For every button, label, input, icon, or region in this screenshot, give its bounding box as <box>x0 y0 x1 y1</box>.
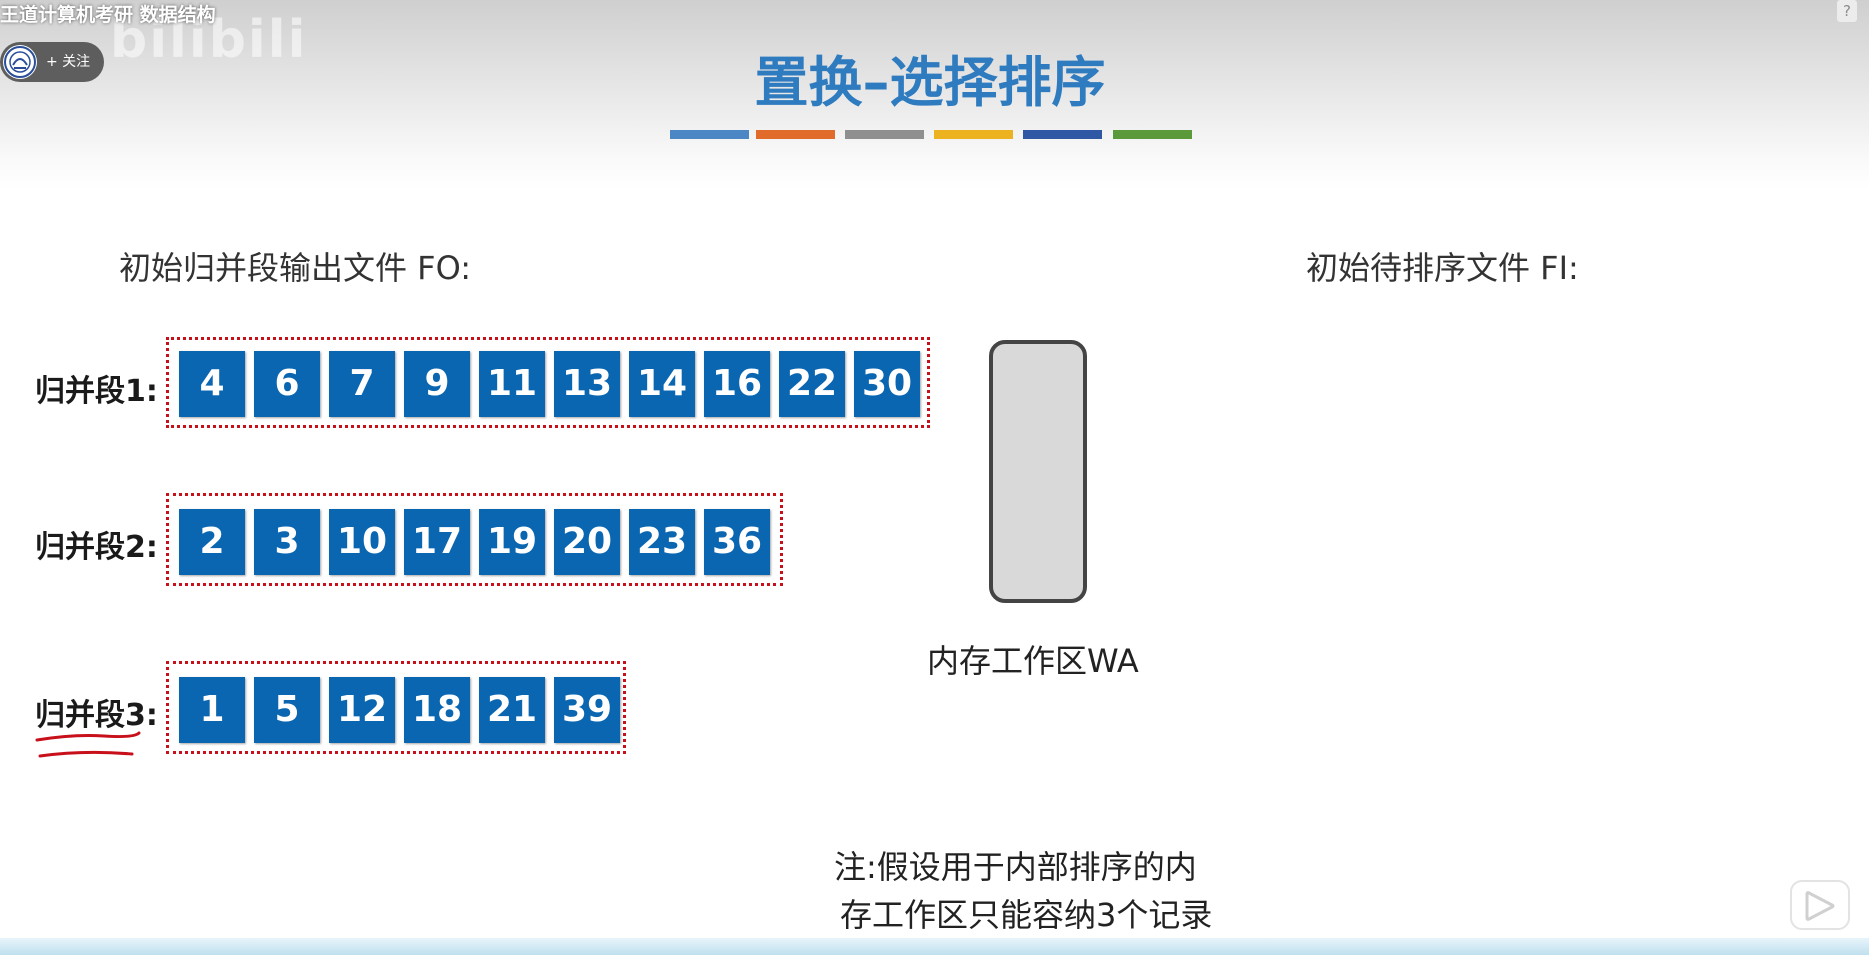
record-cell: 19 <box>479 509 545 575</box>
follow-button[interactable]: + 关注 <box>46 54 91 70</box>
record-cell: 2 <box>179 509 245 575</box>
run-box-1: 4 6 7 9 11 13 14 16 22 30 <box>166 337 930 428</box>
color-bar <box>756 130 835 139</box>
record-cell: 10 <box>329 509 395 575</box>
run-label-2: 归并段2: <box>35 530 158 565</box>
avatar-logo-icon <box>4 46 36 78</box>
color-bar <box>670 130 749 139</box>
record-cell: 22 <box>779 351 845 417</box>
color-bar <box>845 130 924 139</box>
record-cell: 17 <box>404 509 470 575</box>
color-bar <box>934 130 1013 139</box>
record-cell: 30 <box>854 351 920 417</box>
video-title: 王道计算机考研 数据结构 <box>0 4 216 26</box>
record-cell: 39 <box>554 677 620 743</box>
record-cell: 36 <box>704 509 770 575</box>
help-icon[interactable]: ? <box>1837 0 1857 22</box>
output-file-label: 初始归并段输出文件 FO: <box>119 249 471 287</box>
record-cell: 1 <box>179 677 245 743</box>
slide-title: 置换–选择排序 <box>754 51 1106 114</box>
play-button[interactable] <box>1790 880 1850 930</box>
record-cell: 6 <box>254 351 320 417</box>
work-area-label: 内存工作区WA <box>927 642 1139 680</box>
record-cell: 4 <box>179 351 245 417</box>
run-label-3: 归并段3: <box>35 698 158 733</box>
record-cell: 11 <box>479 351 545 417</box>
input-file-label: 初始待排序文件 FI: <box>1306 249 1579 287</box>
record-cell: 14 <box>629 351 695 417</box>
run-label-1: 归并段1: <box>35 374 158 409</box>
red-underline-annotation <box>35 731 141 758</box>
bilibili-watermark: bilibili <box>110 10 308 70</box>
record-cell: 9 <box>404 351 470 417</box>
color-bar <box>1023 130 1102 139</box>
record-cell: 21 <box>479 677 545 743</box>
record-cell: 12 <box>329 677 395 743</box>
record-cell: 3 <box>254 509 320 575</box>
play-icon <box>1805 891 1835 921</box>
record-cell: 13 <box>554 351 620 417</box>
record-cell: 23 <box>629 509 695 575</box>
uploader-follow-pill[interactable]: + 关注 <box>0 42 104 82</box>
record-cell: 18 <box>404 677 470 743</box>
record-cell: 20 <box>554 509 620 575</box>
bottom-decoration-strip <box>0 938 1869 955</box>
header-band <box>0 0 1869 190</box>
avatar[interactable] <box>3 45 37 79</box>
run-box-2: 2 3 10 17 19 20 23 36 <box>166 493 783 586</box>
note-line-2: 存工作区只能容纳3个记录 <box>840 896 1213 934</box>
record-cell: 5 <box>254 677 320 743</box>
record-cell: 16 <box>704 351 770 417</box>
record-cell: 7 <box>329 351 395 417</box>
note-line-1: 注:假设用于内部排序的内 <box>834 848 1197 886</box>
run-box-3: 1 5 12 18 21 39 <box>166 661 626 754</box>
work-area-box <box>989 340 1087 603</box>
color-bar <box>1113 130 1192 139</box>
